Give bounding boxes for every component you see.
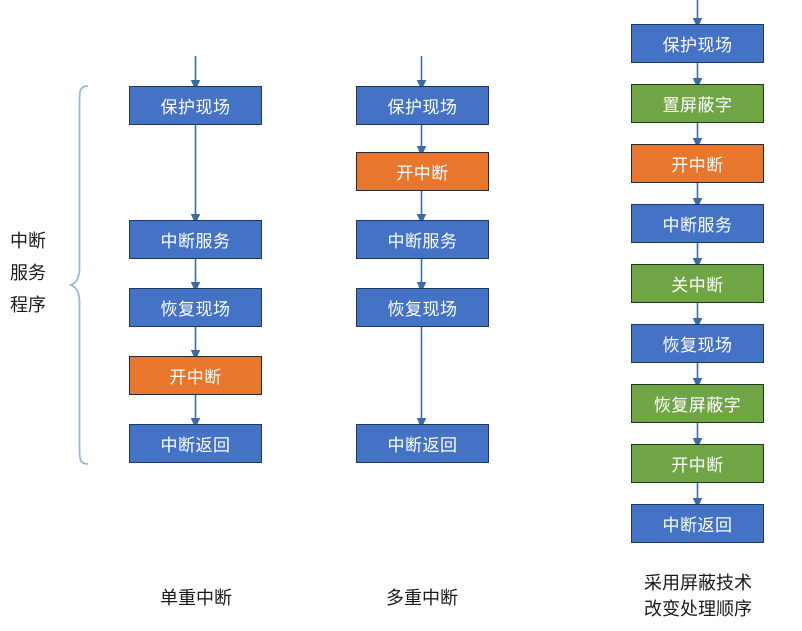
node-col1-5[interactable]: 中断返回 bbox=[129, 424, 262, 463]
caption-col2: 多重中断 bbox=[386, 588, 458, 608]
node-col1-3[interactable]: 恢复现场 bbox=[129, 288, 262, 327]
group-brace bbox=[68, 85, 89, 465]
node-col1-1[interactable]: 保护现场 bbox=[129, 86, 262, 125]
node-col3-7[interactable]: 恢复屏蔽字 bbox=[631, 384, 764, 423]
node-col1-2[interactable]: 中断服务 bbox=[129, 220, 262, 259]
node-col3-4[interactable]: 中断服务 bbox=[631, 204, 764, 243]
node-col1-4[interactable]: 开中断 bbox=[129, 356, 262, 395]
interrupt-service-routine-label: 中断 服务 程序 bbox=[10, 231, 46, 315]
caption-col3: 采用屏蔽技术 改变处理顺序 bbox=[644, 573, 752, 619]
node-col2-4[interactable]: 恢复现场 bbox=[356, 288, 489, 327]
node-col3-5[interactable]: 关中断 bbox=[631, 264, 764, 303]
node-col3-2[interactable]: 置屏蔽字 bbox=[631, 84, 764, 123]
node-col3-8[interactable]: 开中断 bbox=[631, 444, 764, 483]
caption-col1: 单重中断 bbox=[160, 588, 232, 608]
node-col2-3[interactable]: 中断服务 bbox=[356, 220, 489, 259]
node-col3-3[interactable]: 开中断 bbox=[631, 144, 764, 183]
node-col2-1[interactable]: 保护现场 bbox=[356, 86, 489, 125]
node-col2-2[interactable]: 开中断 bbox=[356, 152, 489, 191]
node-col3-9[interactable]: 中断返回 bbox=[631, 504, 764, 543]
node-col2-5[interactable]: 中断返回 bbox=[356, 424, 489, 463]
node-col3-6[interactable]: 恢复现场 bbox=[631, 324, 764, 363]
node-col3-1[interactable]: 保护现场 bbox=[631, 24, 764, 63]
